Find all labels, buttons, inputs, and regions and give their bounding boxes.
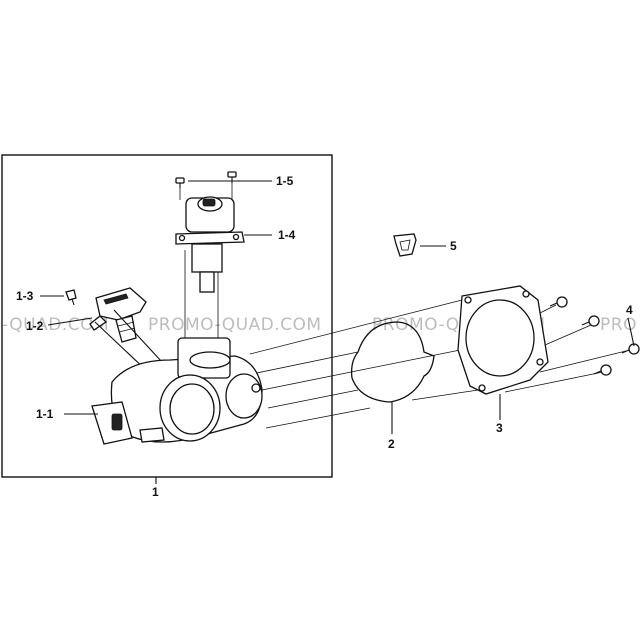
callout-throttle-body: 1-1 — [36, 407, 54, 421]
callout-bolts: 4 — [626, 303, 633, 317]
callout-clip: 5 — [450, 239, 457, 253]
screw-1-5-right — [227, 171, 237, 200]
screw-1-5-left — [175, 177, 185, 200]
assembly-box — [1, 154, 333, 478]
leader-lines — [40, 180, 635, 484]
gasket — [350, 321, 435, 403]
bolt — [549, 296, 568, 308]
spacer-plate — [457, 285, 549, 395]
callout-gasket: 2 — [388, 437, 395, 451]
watermark-segment: PRO — [600, 315, 637, 335]
callout-spacer-plate: 3 — [496, 421, 503, 435]
guide-lines — [184, 250, 631, 429]
watermark-segment: PROMO-QUAD.COM — [148, 315, 322, 335]
bolts — [549, 296, 640, 376]
bolt — [581, 315, 600, 327]
bolt — [621, 343, 640, 355]
throttle-body — [91, 309, 263, 445]
callout-sensor-screw: 1-3 — [16, 289, 34, 303]
callout-sensor: 1-2 — [26, 319, 44, 333]
callout-labels: 1 1-1 1-2 1-3 1-4 1-5 2 3 4 5 — [16, 174, 633, 499]
callout-assembly: 1 — [152, 485, 159, 499]
bolt — [593, 364, 612, 376]
idle-air-valve — [175, 196, 245, 293]
sensor-screw — [65, 289, 77, 306]
position-sensor — [89, 287, 147, 343]
clip — [393, 233, 417, 257]
callout-idle-valve: 1-4 — [278, 228, 296, 242]
callout-valve-screws: 1-5 — [276, 174, 294, 188]
